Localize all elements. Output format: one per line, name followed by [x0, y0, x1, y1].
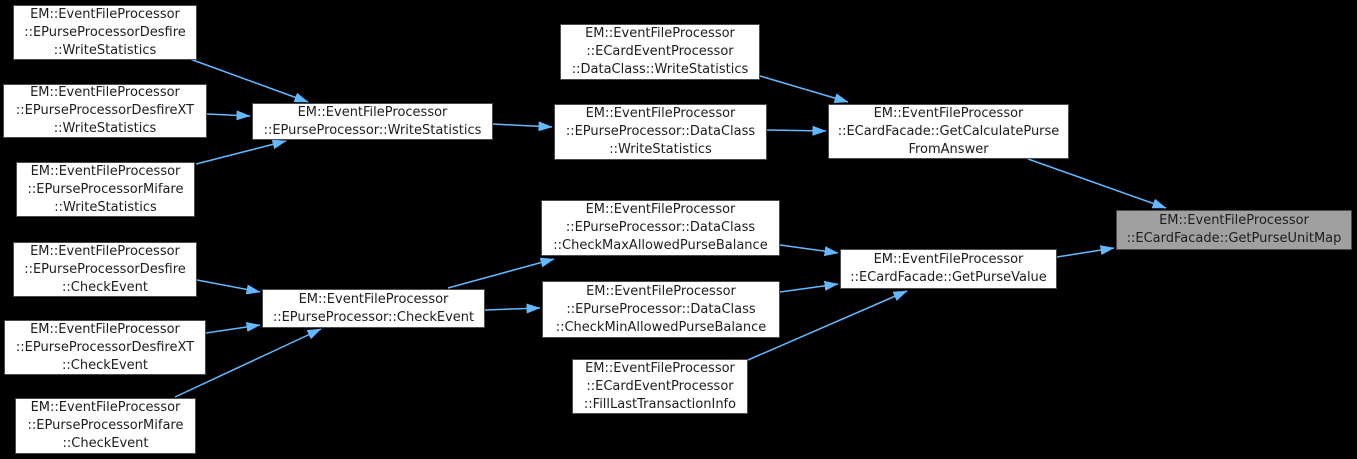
node-label-line: EM::EventFileProcessor — [30, 6, 180, 22]
call-edge-epurse-processor-mifare-check-event--to--epurse-processor-check-event — [174, 328, 322, 398]
node-label-line: EM::EventFileProcessor — [873, 252, 1024, 267]
node-label-line: ::CheckEvent — [62, 279, 148, 295]
node-label-line: ::WriteStatistics — [609, 142, 712, 157]
node-label-line: EM::EventFileProcessor — [585, 26, 735, 41]
node-label-line: ::EPurseProcessor::DataClass — [565, 124, 756, 139]
call-edge-epurse-processor-mifare-write-statistics--to--epurse-processor-write-statistics — [195, 139, 287, 165]
node-label-line: EM::EventFileProcessor — [585, 360, 735, 376]
graph-node-epurse-processor-desfirext-check-event[interactable]: EM::EventFileProcessor::EPurseProcessorD… — [4, 320, 206, 375]
call-edge-epurse-processor-check-event--to--dataclass-check-max-allowed-purse-balance — [447, 257, 555, 289]
node-label-line: EM::EventFileProcessor — [30, 85, 180, 100]
graph-node-dataclass-check-max-allowed-purse-balance[interactable]: EM::EventFileProcessor::EPurseProcessor:… — [541, 200, 780, 256]
node-label-line: ::EPurseProcessorMifare — [27, 418, 184, 433]
node-label-line: ::ECardFacade::GetCalculatePurse — [837, 123, 1060, 139]
node-label-line: ::WriteStatistics — [54, 199, 157, 215]
call-edge-ecard-facade-get-purse-value--to--ecard-facade-get-purse-unit-map — [1056, 245, 1115, 258]
node-label-line: FromAnswer — [908, 141, 989, 157]
node-label-line: EM::EventFileProcessor — [30, 400, 181, 415]
node-label-line: ::EPurseProcessorDesfire — [24, 261, 186, 277]
graph-node-epurse-processor-mifare-check-event[interactable]: EM::EventFileProcessor::EPurseProcessorM… — [15, 398, 196, 454]
call-edge-ecard-facade-get-calculate-purse-from-answer--to--ecard-facade-get-purse-unit-map — [1027, 158, 1167, 209]
node-label-line: ::CheckEvent — [62, 436, 149, 451]
node-label-line: ::WriteStatistics — [53, 42, 157, 58]
node-label-line: EM::EventFileProcessor — [30, 163, 181, 179]
node-label-line: ::EPurseProcessorDesfireXT — [15, 339, 195, 355]
call-edge-epurse-processor-dataclass-write-statistics--to--ecard-facade-get-calculate-purse-from-answer — [766, 125, 827, 136]
node-label-line: ::EPurseProcessor::DataClass — [566, 301, 756, 317]
node-label-line: ::FillLastTransactionInfo — [583, 396, 737, 412]
graph-node-dataclass-check-min-allowed-purse-balance[interactable]: EM::EventFileProcessor::EPurseProcessor:… — [542, 281, 780, 338]
node-label-line: ::EPurseProcessor::WriteStatistics — [263, 122, 482, 138]
call-edge-epurse-processor-desfire-check-event--to--epurse-processor-check-event — [196, 279, 261, 295]
node-label-line: ::EPurseProcessorDesfire — [24, 24, 186, 40]
node-label-line: ::CheckEvent — [62, 357, 148, 373]
call-edge-epurse-processor-desfirext-check-event--to--epurse-processor-check-event — [205, 322, 261, 334]
node-label-line: EM::EventFileProcessor — [586, 283, 736, 299]
node-label-line: EM::EventFileProcessor — [30, 243, 180, 259]
node-label-line: EM::EventFileProcessor — [873, 105, 1024, 121]
node-label-line: EM::EventFileProcessor — [298, 291, 449, 307]
node-label-line: ::ECardFacade::GetPurseUnitMap — [1126, 231, 1342, 246]
node-label-line: EM::EventFileProcessor — [585, 106, 736, 121]
call-edge-dataclass-check-max-allowed-purse-balance--to--ecard-facade-get-purse-value — [779, 244, 839, 257]
graph-node-epurse-processor-mifare-write-statistics[interactable]: EM::EventFileProcessor::EPurseProcessorM… — [16, 162, 195, 217]
graph-node-ecard-facade-get-calculate-purse-from-answer[interactable]: EM::EventFileProcessor::ECardFacade::Get… — [828, 104, 1069, 159]
call-edge-ecard-event-processor-fill-last-transaction-info--to--ecard-facade-get-purse-value — [747, 290, 908, 361]
node-label-line: ::ECardFacade::GetPurseValue — [850, 270, 1047, 285]
node-label-line: EM::EventFileProcessor — [1159, 213, 1309, 228]
node-label-line: EM::EventFileProcessor — [297, 104, 448, 120]
graph-node-epurse-processor-desfire-write-statistics[interactable]: EM::EventFileProcessor::EPurseProcessorD… — [13, 5, 197, 60]
call-edge-epurse-processor-desfirext-write-statistics--to--epurse-processor-write-statistics — [206, 110, 251, 121]
call-edge-dataclass-check-min-allowed-purse-balance--to--ecard-facade-get-purse-value — [779, 280, 839, 293]
graph-node-epurse-processor-desfirext-write-statistics[interactable]: EM::EventFileProcessor::EPurseProcessorD… — [3, 84, 207, 138]
graph-node-ecard-facade-get-purse-unit-map: EM::EventFileProcessor::ECardFacade::Get… — [1116, 210, 1352, 250]
node-label-line: EM::EventFileProcessor — [30, 321, 180, 337]
graph-node-epurse-processor-write-statistics[interactable]: EM::EventFileProcessor::EPurseProcessor:… — [252, 103, 493, 140]
node-label-line: ::ECardEventProcessor — [586, 44, 734, 59]
graph-node-ecard-facade-get-purse-value[interactable]: EM::EventFileProcessor::ECardFacade::Get… — [840, 249, 1057, 289]
node-label-line: ::ECardEventProcessor — [586, 378, 734, 394]
node-label-line: ::EPurseProcessorMifare — [27, 181, 184, 197]
call-edge-epurse-processor-write-statistics--to--epurse-processor-dataclass-write-statistics — [492, 121, 553, 132]
node-label-line: ::CheckMinAllowedPurseBalance — [555, 319, 767, 335]
graph-node-ecard-event-processor-fill-last-transaction-info[interactable]: EM::EventFileProcessor::ECardEventProces… — [572, 359, 748, 414]
node-label-line: EM::EventFileProcessor — [585, 202, 736, 217]
node-label-line: ::EPurseProcessorDesfireXT — [15, 103, 195, 118]
call-edge-epurse-processor-desfire-write-statistics--to--epurse-processor-write-statistics — [189, 58, 309, 103]
call-edge-epurse-processor-check-event--to--dataclass-check-min-allowed-purse-balance — [484, 303, 541, 314]
node-label-line: ::EPurseProcessor::CheckEvent — [272, 309, 475, 325]
graph-node-ecard-event-processor-dataclass-write-statistics[interactable]: EM::EventFileProcessor::ECardEventProces… — [560, 24, 760, 80]
node-label-line: ::WriteStatistics — [53, 121, 157, 136]
node-label-line: ::CheckMaxAllowedPurseBalance — [553, 238, 768, 253]
graph-node-epurse-processor-dataclass-write-statistics[interactable]: EM::EventFileProcessor::EPurseProcessor:… — [554, 104, 767, 160]
graph-node-epurse-processor-check-event[interactable]: EM::EventFileProcessor::EPurseProcessor:… — [262, 289, 485, 328]
node-label-line: ::EPurseProcessor::DataClass — [565, 220, 756, 235]
node-label-line: ::DataClass::WriteStatistics — [571, 62, 749, 77]
call-edge-ecard-event-processor-dataclass-write-statistics--to--ecard-facade-get-calculate-purse-from-answer — [759, 75, 849, 103]
graph-node-epurse-processor-desfire-check-event[interactable]: EM::EventFileProcessor::EPurseProcessorD… — [13, 242, 197, 297]
